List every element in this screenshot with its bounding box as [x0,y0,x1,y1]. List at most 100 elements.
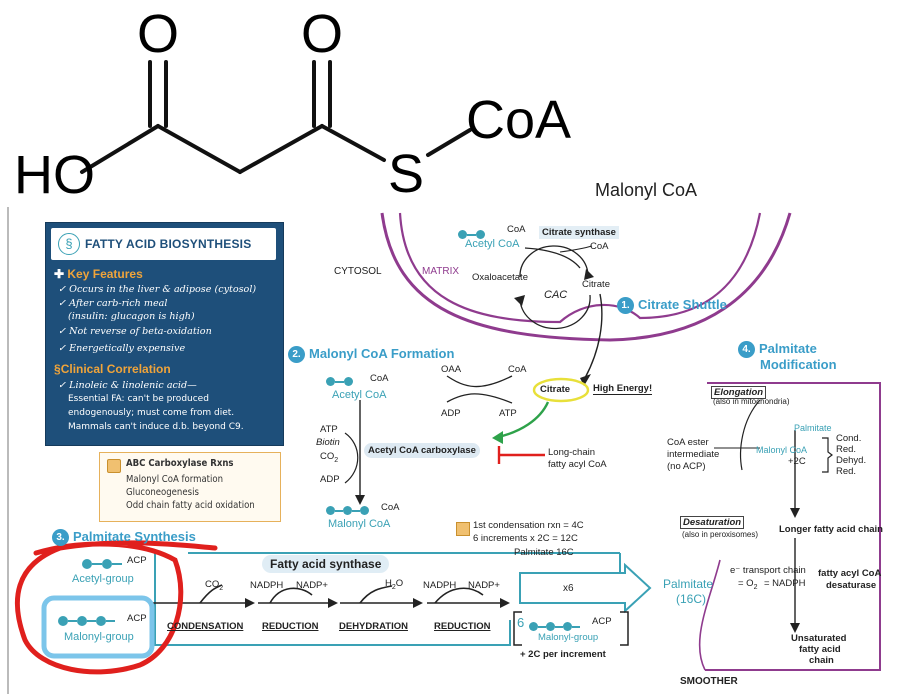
unsaturated-2: fatty acid [799,644,841,655]
clinical-line-2: Essential FA: can't be produced [68,394,209,404]
dehyd-label: Dehyd. [836,455,867,466]
acetyl-coa-matrix-label: Acetyl CoA [465,238,520,250]
palmitate-mod-label: Palmitate [794,423,832,433]
repeat-label: x6 [563,583,574,594]
coa-ester-3: (no ACP) [667,461,706,472]
per-increment-label: + 2C per increment [520,649,606,660]
fatty-acid-synthase-label: Fatty acid synthase [262,555,390,573]
palmitate-synthesis-heading: 3.Palmitate Synthesis [52,529,196,546]
etransport-1: e⁻ transport chain [730,565,806,576]
oxygen-atom-2: O [301,4,343,64]
matrix-label: MATRIX [422,266,460,277]
etransport-2: = O2 [738,578,758,591]
abc-title: ABC Carboxylase Rxns [126,458,234,469]
unsaturated-1: Unsaturated [791,633,847,644]
abc-line-3: Odd chain fatty acid oxidation [126,500,255,511]
step-condensation: CONDENSATION [167,621,244,632]
clinical-line-4: Mammals can't induce d.b. beyond C9. [68,422,244,432]
biotin-label: Biotin [316,437,340,448]
elongation-note: (also in mitochondria) [713,397,790,406]
palmitate-carbon-label: (16C) [676,592,707,606]
abc-line-1: Malonyl CoA formation [126,474,224,485]
scroll-icon: § [54,362,61,376]
key-feature-4: ✓ Energetically expensive [58,343,186,354]
citrate-cytosol-label: Citrate [540,384,571,395]
malonyl-coa-structure: O O HO S CoA Malonyl CoA [14,4,697,205]
adp-top-label: ADP [441,408,461,419]
bond-s-coa [426,128,472,157]
note-line-3: Palmitate 16C [514,547,574,558]
abc-carboxylase-box: ABC Carboxylase Rxns Malonyl CoA formati… [99,452,281,522]
infobox-title-bar: § FATTY ACID BIOSYNTHESIS [51,228,276,260]
elongation-label: Elongation [711,386,767,399]
increment-dots-icon [529,618,580,636]
palmitate-modification-heading-2: Modification [760,357,837,372]
coa-ester-1: CoA ester [667,437,709,448]
structure-caption: Malonyl CoA [595,180,697,200]
infobox-title: FATTY ACID BIOSYNTHESIS [85,237,252,251]
h2o-label: H2O [385,578,404,591]
red-label-2: Red. [836,466,857,477]
malonyl-group-dots-icon [58,613,115,631]
acetyl-coa-dots-icon [458,226,485,244]
step-reduction-1: REDUCTION [262,621,319,632]
clinical-line-3: endogenously; must come from diet. [68,408,235,418]
sulfur-atom: S [388,144,424,204]
acetyl-coa-cytosol-label: Acetyl CoA [332,389,387,401]
mitochondrion-inner [398,212,762,324]
acp-label-2: ACP [127,613,147,624]
citrate-synthase-coa: CoA [590,241,609,252]
citrate-synthase-label: Citrate synthase [539,226,619,239]
coa-group: CoA [466,90,571,150]
co2-label: CO2 [320,451,339,464]
desaturase-2: desaturase [826,580,877,591]
inhibitor-line-1: Long-chain [548,447,596,458]
acetyl-group-dots-icon [82,556,122,574]
palmitate-modification-heading: 4.Palmitate [738,341,817,358]
smoother-label: SMOOTHER [680,676,738,687]
dna-icon: § [58,233,80,255]
plus-2c-label: +2C [788,456,806,467]
cac-label: CAC [544,289,568,301]
etransport-3: = NADPH [764,578,806,589]
cytosol-label: CYTOSOL [334,266,382,277]
bond-ho-c1 [80,124,160,174]
note-line-1: 1st condensation rxn = 4C [473,520,584,531]
atp-label: ATP [320,424,338,435]
inhibitor-line-2: fatty acyl CoA [548,459,607,470]
acp-label-1: ACP [127,555,147,566]
six-label: 6 [517,615,525,630]
bond-c2-c3 [238,124,324,174]
key-feature-1: ✓ Occurs in the liver & adipose (cytosol… [58,284,257,295]
bond-c1-c2 [156,124,242,174]
malonyl-group-label: Malonyl-group [64,631,134,643]
desaturation-label: Desaturation [680,516,745,529]
abc-line-2: Gluconeogenesis [126,487,199,498]
malonyl-coa-mod-label: Malonyl CoA [756,445,808,455]
malonyl-coa-coa: CoA [381,502,400,513]
unsaturated-3: chain [809,655,834,666]
desaturase-1: fatty acyl CoA [818,568,882,579]
malonyl-coa-dots-icon [326,502,369,520]
mitochondrion-outer [380,212,792,342]
nadp-label-2: NADP+ [468,580,500,591]
plus-icon: ✚ [54,267,68,281]
atp-top-label: ATP [499,408,517,419]
key-feature-2: ✓ After carb-rich meal [58,298,168,309]
step-reduction-2: REDUCTION [434,621,491,632]
coa-ester-2: intermediate [667,449,720,460]
co2-synthesis-label: CO2 [205,579,224,592]
acetyl-group-label: Acetyl-group [72,573,134,585]
note-line-2: 6 increments x 2C = 12C [473,533,578,544]
acp-label-3: ACP [592,616,612,627]
longer-chain-label: Longer fatty acid chain [779,524,883,535]
malonyl-coa-label: Malonyl CoA [328,518,391,530]
red-annotation-circle [14,540,218,675]
key-features-heading: ✚ Key Features [54,267,143,281]
clinical-line-1: ✓ Linoleic & linolenic acid— [58,380,197,391]
step-dehydration: DEHYDRATION [339,621,408,632]
counter-icon [456,522,470,536]
clipboard-icon [107,459,121,473]
malonyl-acetyl-dots-icon [326,373,353,391]
red-label-1: Red. [836,444,857,455]
